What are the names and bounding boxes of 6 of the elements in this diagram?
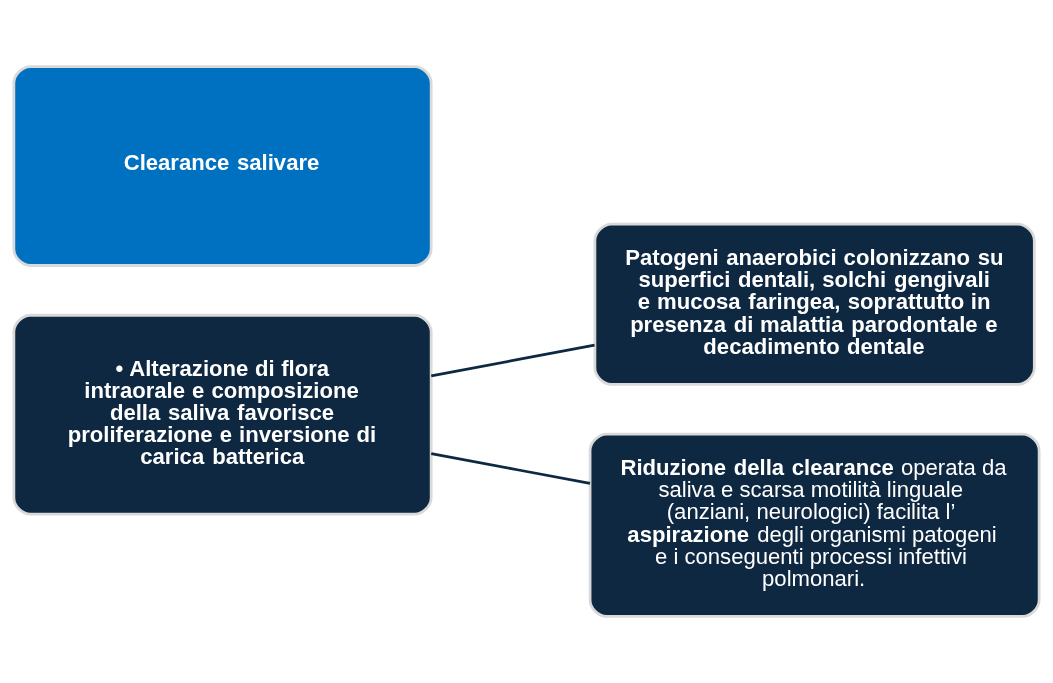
- node-box: • Alterazione di flora intraorale e composizione della saliva favorisce proliferazione e inversione di carica batterica: [12, 313, 433, 516]
- connector: [431, 343, 595, 378]
- connector: [431, 452, 591, 485]
- node-box: Riduzione della clearance operata da saliva e scarsa motilità linguale (anziani, neurologici) facilita l’aspirazione degli organismi patogeni e i conseguenti processi infettivi polmonari.: [588, 432, 1041, 618]
- node-box: Clearance salivare: [12, 65, 433, 267]
- node-box: Patogeni anaerobici colonizzano su superfici dentali, solchi gengivali e mucosa faringea, soprattutto in presenza di malattia parodontale e decadimento dentale: [593, 222, 1036, 386]
